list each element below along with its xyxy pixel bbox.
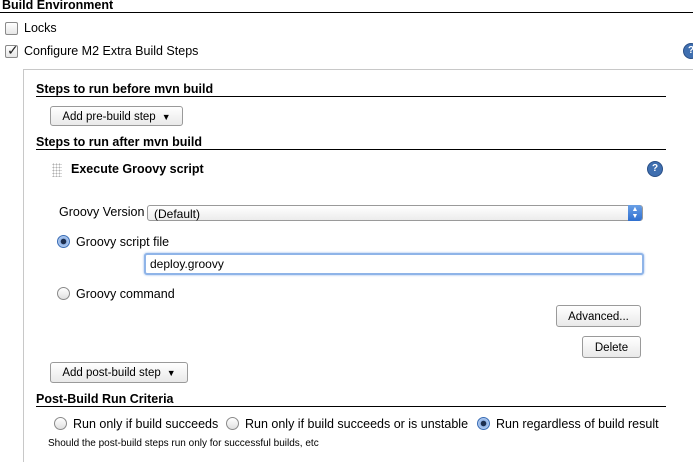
groovy-version-select[interactable]: (Default) ▲▼ bbox=[147, 205, 643, 221]
divider bbox=[36, 96, 666, 97]
criteria-label-always: Run regardless of build result bbox=[496, 417, 659, 431]
add-post-build-step-button[interactable]: Add post-build step ▼ bbox=[50, 362, 188, 383]
criteria-label-unstable: Run only if build succeeds or is unstabl… bbox=[245, 417, 469, 431]
m2-extra-steps-label: Configure M2 Extra Build Steps bbox=[24, 44, 199, 58]
pre-build-title: Steps to run before mvn build bbox=[36, 82, 214, 96]
advanced-button[interactable]: Advanced... bbox=[556, 305, 641, 327]
help-icon[interactable]: ? bbox=[683, 43, 693, 59]
checkmark-icon: ✓ bbox=[7, 42, 19, 58]
help-icon[interactable]: ? bbox=[647, 161, 663, 177]
divider bbox=[36, 149, 666, 150]
m2-steps-panel bbox=[23, 69, 693, 462]
groovy-version-value: (Default) bbox=[154, 207, 201, 221]
groovy-command-label: Groovy command bbox=[76, 287, 175, 301]
groovy-script-file-label: Groovy script file bbox=[76, 235, 170, 249]
post-build-criteria-title: Post-Build Run Criteria bbox=[36, 392, 174, 406]
m2-extra-steps-checkbox[interactable]: ✓ bbox=[5, 42, 19, 58]
add-pre-build-step-label: Add pre-build step bbox=[62, 111, 156, 123]
select-arrows-icon: ▲▼ bbox=[628, 205, 642, 221]
post-build-title: Steps to run after mvn build bbox=[36, 135, 202, 149]
step-title-execute-groovy: Execute Groovy script bbox=[71, 162, 204, 176]
locks-checkbox[interactable] bbox=[5, 22, 18, 35]
add-pre-build-step-button[interactable]: Add pre-build step ▼ bbox=[50, 106, 183, 126]
divider bbox=[36, 406, 666, 407]
caret-down-icon: ▼ bbox=[166, 368, 176, 378]
criteria-radio-unstable[interactable] bbox=[226, 417, 239, 430]
caret-down-icon: ▼ bbox=[161, 112, 171, 122]
section-title-build-environment: Build Environment bbox=[2, 0, 114, 12]
criteria-label-success: Run only if build succeeds bbox=[73, 417, 219, 431]
groovy-script-file-radio[interactable] bbox=[57, 235, 70, 248]
drag-handle-icon[interactable] bbox=[52, 163, 62, 177]
criteria-radio-success[interactable] bbox=[54, 417, 67, 430]
divider bbox=[0, 12, 693, 13]
groovy-version-label: Groovy Version bbox=[59, 205, 145, 219]
groovy-command-radio[interactable] bbox=[57, 287, 70, 300]
criteria-hint: Should the post-build steps run only for… bbox=[48, 438, 319, 449]
locks-label: Locks bbox=[24, 21, 57, 35]
delete-button[interactable]: Delete bbox=[582, 336, 641, 358]
groovy-script-file-input[interactable]: deploy.groovy bbox=[144, 253, 644, 275]
criteria-radio-always[interactable] bbox=[477, 417, 490, 430]
add-post-build-step-label: Add post-build step bbox=[62, 367, 161, 379]
